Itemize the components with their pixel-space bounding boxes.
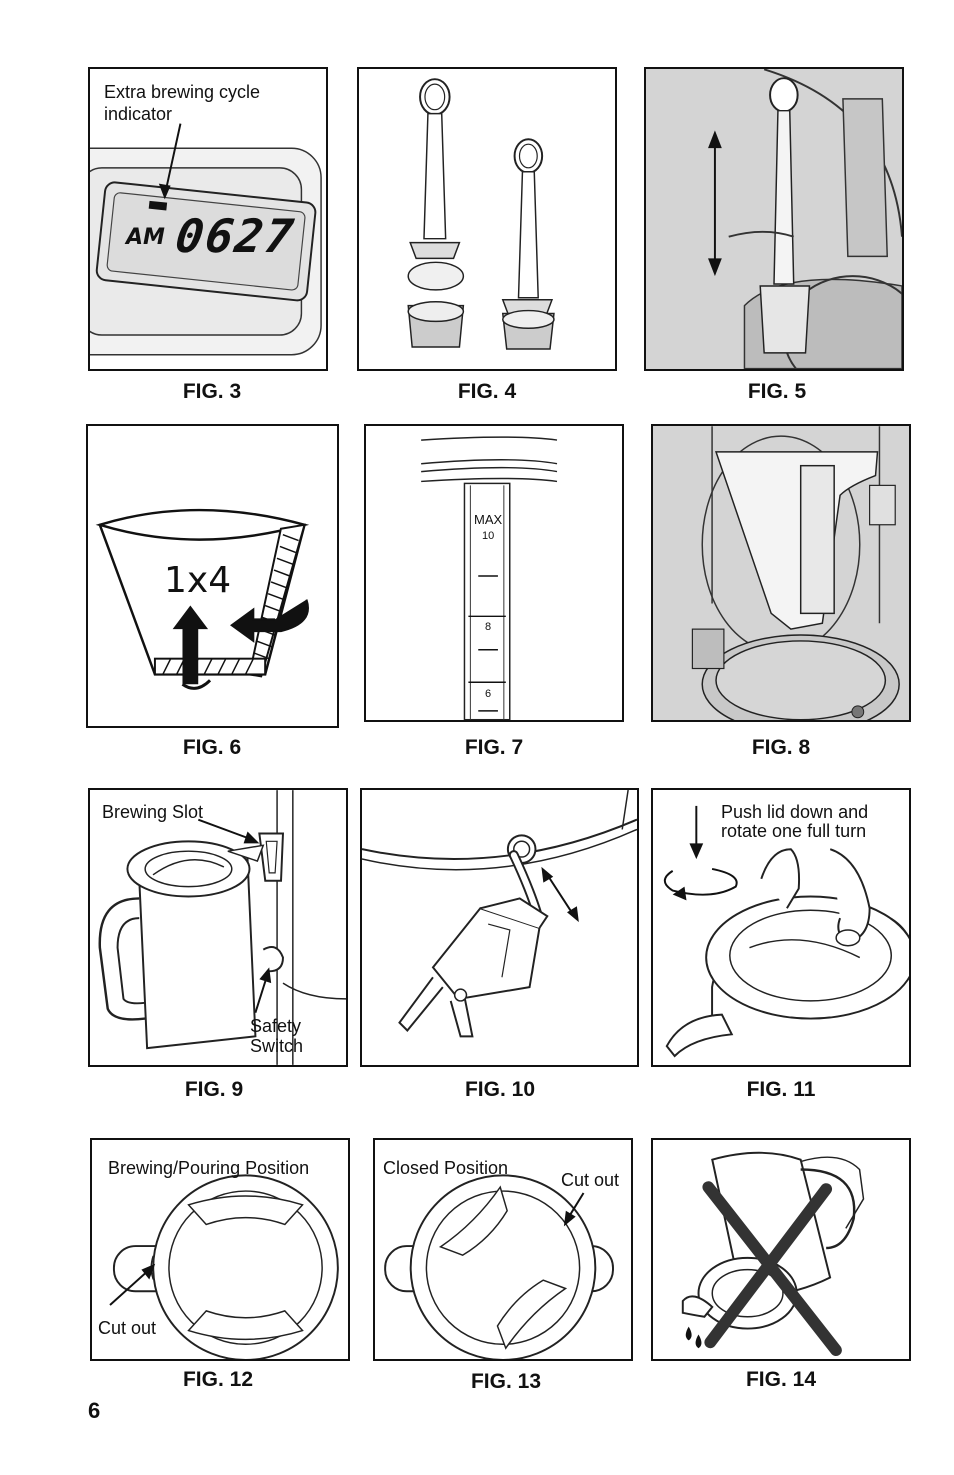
fig12-caption: FIG. 12: [182, 1368, 254, 1391]
fig4-panel: [357, 67, 617, 371]
fig10-caption: FIG. 10: [464, 1078, 536, 1101]
fig11-label-line2: rotate one full turn: [721, 821, 867, 841]
gauge-max-label: MAX: [474, 512, 503, 527]
fig9-panel: Brewing Slot Safety Switch: [88, 788, 348, 1067]
fig3-label-line2: indicator: [104, 104, 173, 124]
fig4-caption: FIG. 4: [457, 380, 517, 403]
fig14-panel: [651, 1138, 911, 1361]
fig13-panel: Closed Position Cut out: [373, 1138, 633, 1361]
lid-closed-position-illustration: [384, 1174, 614, 1359]
display-time: 0627: [172, 209, 299, 263]
filter-holder-illustration: [691, 426, 900, 720]
power-cord-illustration: [362, 790, 637, 1038]
fig6-panel: 1x4: [86, 424, 339, 728]
fig3-label-line1: Extra brewing cycle: [104, 82, 261, 102]
safety-switch-label-2: Switch: [250, 1036, 304, 1056]
fig12-cutout-label: Cut out: [98, 1318, 157, 1338]
tool-insertion-illustration: [708, 69, 902, 369]
closed-position-label: Closed Position: [383, 1158, 509, 1178]
brewing-slot-label: Brewing Slot: [102, 802, 204, 822]
fig9-caption: FIG. 9: [184, 1078, 244, 1101]
fig14-caption: FIG. 14: [745, 1368, 817, 1391]
fig3-panel: Extra brewing cycle indicator AM 0627: [88, 67, 328, 371]
fig13-caption: FIG. 13: [470, 1370, 542, 1393]
fig5-caption: FIG. 5: [747, 380, 807, 403]
brew-basket-tools-illustration: [407, 78, 555, 350]
fig7-caption: FIG. 7: [464, 736, 524, 759]
timer-display-illustration: [90, 123, 322, 356]
fig7-panel: MAX 10 8 6: [364, 424, 624, 722]
fig12-panel: Brewing/Pouring Position Cut out: [90, 1138, 350, 1361]
fig11-caption: FIG. 11: [746, 1078, 816, 1101]
fig11-label-line1: Push lid down and: [721, 802, 869, 822]
pouring-position-label: Brewing/Pouring Position: [108, 1158, 310, 1178]
fig11-panel: Push lid down and rotate one full turn: [651, 788, 911, 1067]
filter-fold-illustration: [95, 508, 310, 690]
fig3-caption: FIG. 3: [182, 380, 242, 403]
fig13-cutout-label: Cut out: [561, 1170, 620, 1190]
fig8-panel: [651, 424, 911, 722]
page-number: 6: [88, 1398, 101, 1423]
water-gauge-illustration: [421, 436, 558, 720]
gauge-mark-8: 8: [485, 621, 492, 633]
safety-switch-label-1: Safety: [250, 1016, 302, 1036]
gauge-mark-10: 10: [482, 530, 495, 542]
display-ampm: AM: [126, 225, 165, 250]
filter-size-text: 1x4: [164, 560, 232, 601]
fig6-caption: FIG. 6: [182, 736, 242, 759]
fig10-panel: [360, 788, 639, 1067]
lid-pouring-position-illustration: [109, 1174, 339, 1359]
incorrect-pouring-illustration: [681, 1151, 865, 1357]
carafe-in-brewer-illustration: [98, 790, 346, 1065]
gauge-mark-6: 6: [485, 688, 492, 700]
lid-rotation-illustration: [663, 805, 909, 1058]
fig8-caption: FIG. 8: [751, 736, 811, 759]
fig5-panel: [644, 67, 904, 371]
